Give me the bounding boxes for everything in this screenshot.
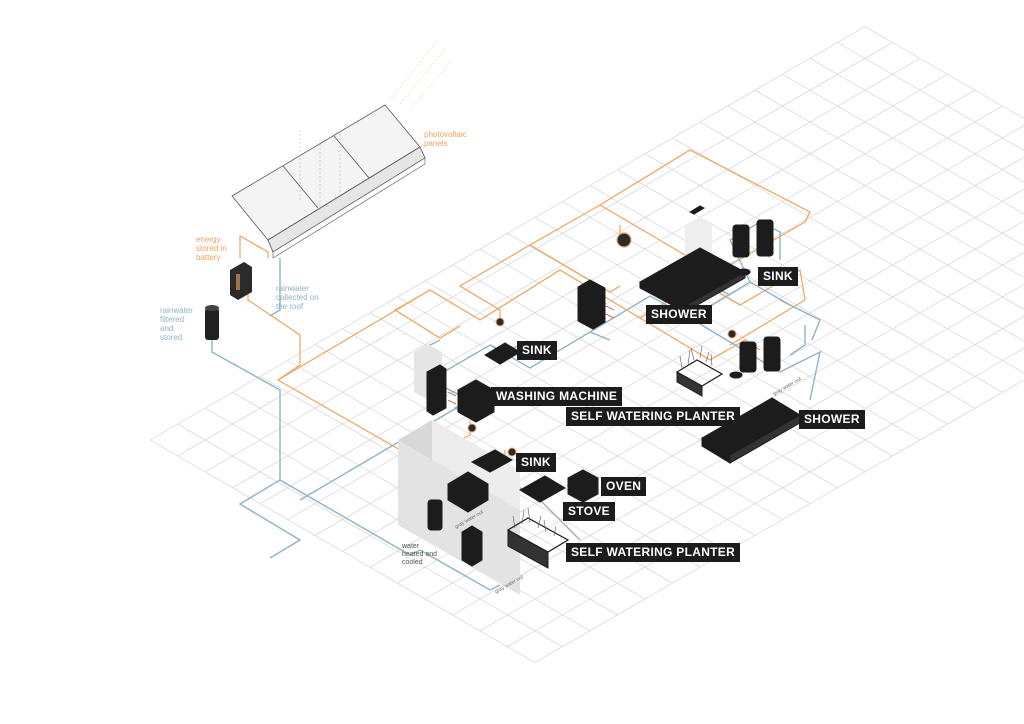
grid-line [149,26,866,441]
plants [512,345,713,537]
planter-label-1: SELF WATERING PLANTER [566,407,741,426]
grid-line [534,379,1024,663]
sink-label-1: SINK [758,267,798,286]
rainwater-tank [205,305,219,340]
planter-label-2: SELF WATERING PLANTER [566,543,741,562]
water-heated-annotation: water heated and cooled [402,543,438,566]
oven-label: OVEN [601,477,647,496]
lamp-fixtures [467,232,737,457]
grid-line [507,347,1024,648]
heat-arrows [447,305,615,405]
photovoltaic-annotation: photovoltaic panels [424,130,467,148]
battery-annotation: energy stored in battery [196,235,227,262]
grid-line [177,42,893,457]
fixtures [426,205,801,569]
grid-line [259,89,976,504]
battery [230,262,252,300]
grid-line [204,58,921,473]
floor-grid [149,26,1024,663]
stove-label: STOVE [563,502,615,521]
sink-label-3: SINK [516,453,556,472]
sink-label-2: SINK [517,341,557,360]
rainwater-roof-annotation: rainwater collected on the roof [276,284,319,311]
shower-label-2: SHOWER [799,410,865,429]
grid-line [782,73,1024,215]
shower-label-1: SHOWER [646,305,712,324]
photovoltaic-panels [231,39,453,259]
grid-line [424,252,1024,600]
rainwater-filtered-annotation: rainwater filtered and stored [160,306,193,342]
washing-machine-label: WASHING MACHINE [491,387,623,406]
grid-line [837,42,1024,151]
grid-line [864,26,1024,119]
